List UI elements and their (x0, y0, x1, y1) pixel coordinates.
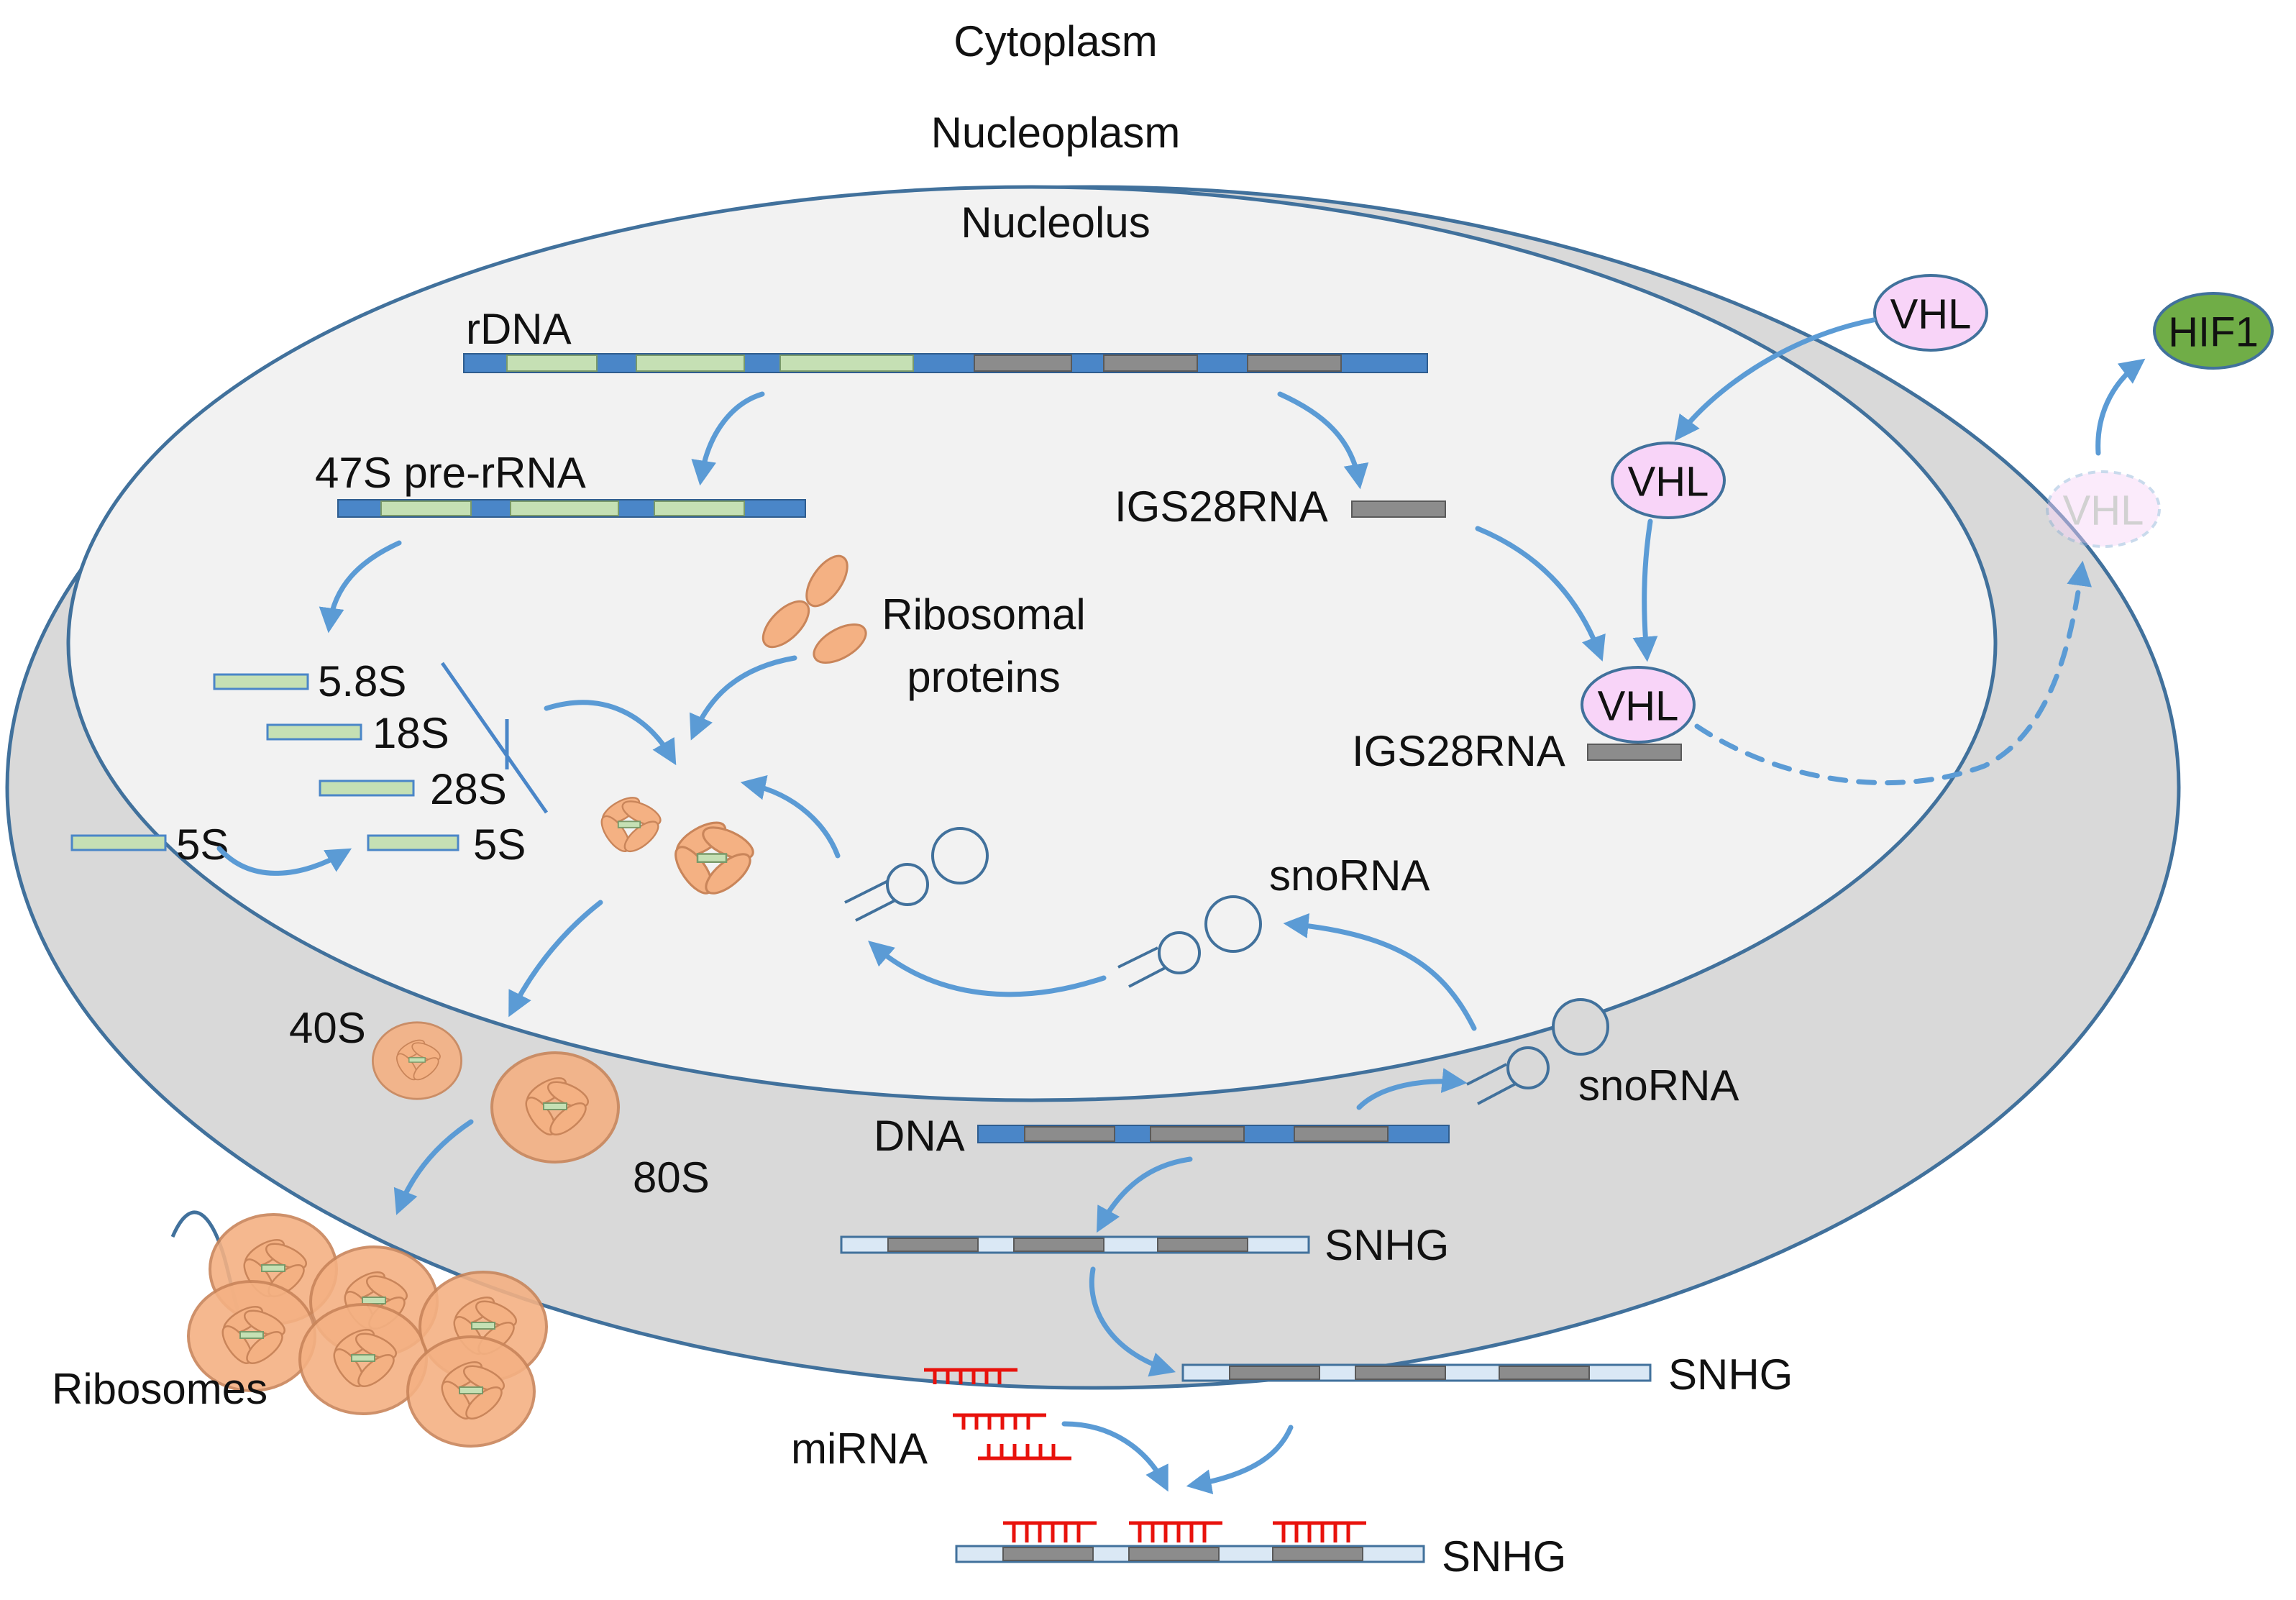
rdna-label: rDNA (466, 305, 572, 353)
pre-rrna-strand (337, 499, 806, 518)
svg-text:HIF1: HIF1 (2168, 309, 2259, 356)
svg-text:VHL: VHL (1598, 683, 1679, 730)
rdna-strand (463, 353, 1428, 373)
snhg-strand-2 (1181, 1363, 1652, 1382)
rrna-5-8s-label: 5.8S (318, 657, 406, 705)
arrow-igs28rna-to-complex (1475, 526, 1606, 662)
arrow-rdna-to-pre-rrna (691, 391, 765, 486)
vhl-node-2: VHL (1611, 442, 1726, 519)
arrow-mirna-to-bound (1061, 1421, 1168, 1492)
mirna-bound-2 (1129, 1521, 1222, 1542)
arrow-rdna-to-igs28rna (1277, 391, 1369, 490)
rrna-5-8s (213, 673, 309, 690)
ribosomes-label: Ribosomes (52, 1365, 267, 1413)
ribosomal-proteins-label-line1: Ribosomal (882, 590, 1085, 639)
arrow-subunits-to-ribosomes (393, 1119, 474, 1215)
snhg-strand-3 (955, 1545, 1425, 1563)
mirna-free-3 (978, 1444, 1071, 1460)
snorna-hairpin-nucleoplasm (1466, 998, 1609, 1105)
cytoplasm-label: Cytoplasm (953, 17, 1157, 65)
arrow-5s-import (216, 846, 352, 876)
ribosome-40s (372, 1023, 461, 1099)
igs28rna-label-top: IGS28RNA (1115, 483, 1328, 531)
rrna-bracket (440, 662, 549, 814)
nucleolus-region (66, 185, 1998, 1102)
arrow-snorna-transfer (868, 941, 1107, 997)
vhl-node-1: VHL (1873, 274, 1988, 352)
mirna-bound-3 (1273, 1521, 1366, 1542)
rrna-5s-inner-label: 5S (473, 820, 526, 869)
igs28rna-strand-top (1351, 500, 1446, 518)
ribosomal-proteins-label-line2: proteins (907, 653, 1060, 701)
dna-label: DNA (874, 1112, 965, 1160)
hif1-node: HIF1 (2153, 292, 2274, 370)
snorna-label-nucleoplasm: snoRNA (1578, 1061, 1739, 1110)
arrow-assembly-to-40s (508, 900, 603, 1018)
mirna-free-2 (953, 1413, 1046, 1430)
arrow-snorna-to-assembly (740, 775, 841, 859)
arrow-dna-to-snorna (1356, 1068, 1468, 1110)
arrow-vhl2-to-complex (1632, 518, 1658, 662)
polysome-ribosome-6 (408, 1337, 534, 1446)
nucleoplasm-label: Nucleoplasm (931, 109, 1181, 157)
snhg-label-1: SNHG (1325, 1221, 1449, 1269)
arrow-snhg-export (1089, 1266, 1176, 1377)
vhl-node-3: VHL (1581, 666, 1696, 744)
mirna-bound-1 (1003, 1521, 1097, 1542)
snhg-label-3: SNHG (1442, 1532, 1566, 1581)
rrna-5s-outer-label: 5S (176, 820, 229, 869)
snorna-hairpin-nucleolus-right (1117, 895, 1262, 988)
snorna-hairpin-nucleolus-left (844, 827, 989, 922)
mirna-free-1 (924, 1368, 1017, 1384)
dna-strand (977, 1125, 1450, 1143)
arrow-snorna-to-nucleolus (1283, 913, 1477, 1031)
svg-text:VHL: VHL (1628, 459, 1709, 506)
ribosome-40s-label: 40S (289, 1004, 366, 1052)
snorna-label-nucleolus: snoRNA (1269, 851, 1430, 900)
rrna-28s (319, 780, 415, 797)
igs28rna-label-bottom: IGS28RNA (1352, 727, 1565, 775)
snhg-strand-1 (840, 1235, 1310, 1254)
pre-rrna-label: 47S pre-rRNA (315, 449, 586, 497)
nucleolus-label: Nucleolus (961, 198, 1150, 247)
rrna-5s-outer (70, 834, 167, 851)
rrna-18s (266, 723, 362, 741)
arrow-dna-to-snhg (1096, 1156, 1193, 1233)
vhl-node-faded: VHL (2046, 470, 2161, 548)
arrow-proteins-to-assembly (689, 655, 797, 741)
arrow-rrna-to-assembly (544, 700, 677, 766)
mirna-label: miRNA (791, 1425, 928, 1473)
rrna-5s-inner (367, 834, 459, 851)
arrow-snhg-to-bound (1186, 1425, 1294, 1494)
ribosomal-proteins-icon (761, 554, 867, 664)
arrow-vhl-to-hif1 (2095, 358, 2146, 456)
rrna-28s-label: 28S (430, 765, 507, 813)
pathway-arrows (216, 317, 2146, 1494)
igs28rna-strand-bottom (1587, 744, 1682, 761)
svg-text:VHL: VHL (2063, 488, 2144, 534)
snhg-label-2: SNHG (1668, 1350, 1793, 1399)
ribosome-80s (492, 1053, 618, 1162)
ribosome-80s-label: 80S (633, 1153, 710, 1202)
svg-text:VHL: VHL (1890, 291, 1972, 338)
rrna-18s-label: 18S (372, 709, 449, 757)
arrow-complex-release (1694, 560, 2093, 786)
arrow-vhl1-to-vhl2 (1674, 317, 1876, 442)
arrow-pre-rrna-to-fragments (319, 540, 402, 634)
